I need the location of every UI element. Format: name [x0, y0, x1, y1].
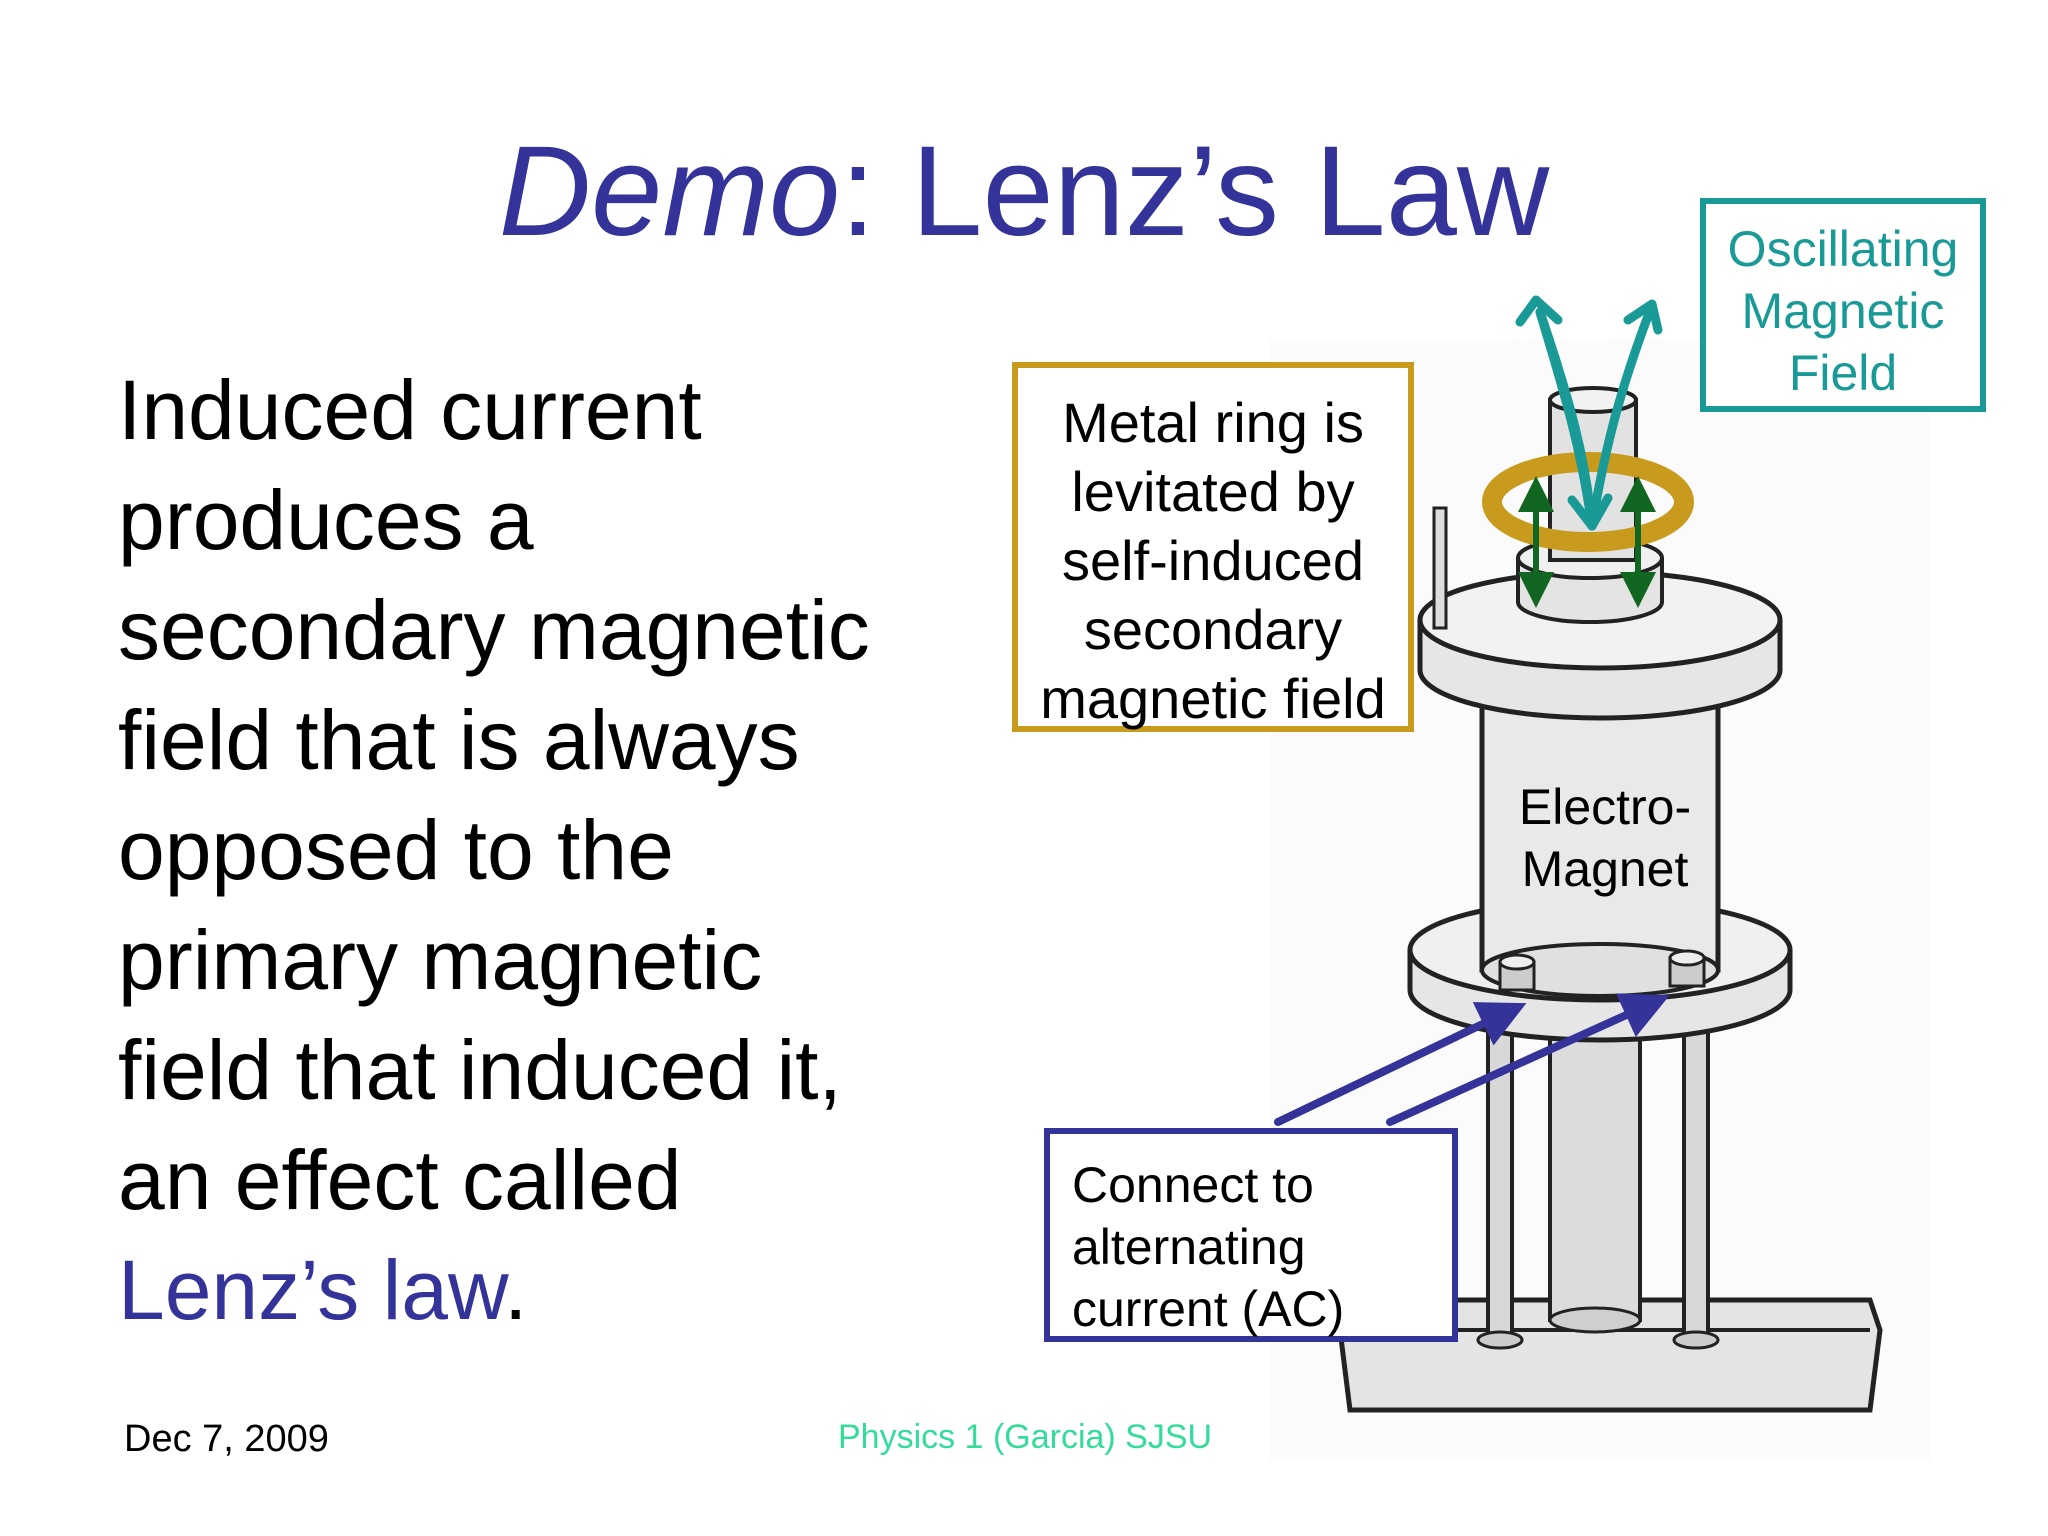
- body-line: primary magnetic: [118, 913, 763, 1007]
- callout-line: Field: [1788, 345, 1898, 401]
- body-line: secondary magnetic: [118, 583, 870, 677]
- footer-course: Physics 1 (Garcia) SJSU: [838, 1418, 1213, 1456]
- body-line: an effect called: [118, 1133, 682, 1227]
- electromagnet-label-line: Magnet: [1521, 841, 1689, 897]
- callout-line: current (AC): [1072, 1281, 1345, 1337]
- oscillating-field-callout: Oscillating Magnetic Field: [1700, 198, 1986, 412]
- body-line: produces a: [118, 473, 534, 567]
- electromagnet-label: Electro- Magnet: [1505, 776, 1705, 900]
- callout-line: Oscillating: [1727, 221, 1959, 277]
- lenz-law-term: Lenz’s law: [118, 1243, 505, 1337]
- callout-line: Magnetic: [1741, 283, 1945, 339]
- callout-line: Metal ring is: [1062, 391, 1364, 454]
- callout-line: alternating: [1072, 1219, 1306, 1275]
- title-rest: : Lenz’s Law: [840, 120, 1550, 263]
- body-period: .: [504, 1243, 528, 1337]
- body-line-last: Lenz’s law.: [118, 1235, 1018, 1345]
- body-text: Induced current produces a secondary mag…: [118, 355, 1018, 1345]
- callout-line: levitated by: [1071, 460, 1355, 523]
- metal-ring-callout: Metal ring is levitated by self-induced …: [1012, 362, 1414, 732]
- body-line: opposed to the: [118, 803, 674, 897]
- ac-callout: Connect to alternating current (AC): [1044, 1128, 1458, 1342]
- body-line: field that is always: [118, 693, 800, 787]
- title-demo: Demo: [498, 120, 841, 263]
- callout-line: secondary: [1083, 598, 1343, 661]
- body-line: field that induced it,: [118, 1023, 842, 1117]
- callout-line: Connect to: [1072, 1157, 1314, 1213]
- callout-line: magnetic field: [1040, 667, 1386, 730]
- electromagnet-label-line: Electro-: [1518, 779, 1692, 835]
- slide-title: Demo: Lenz’s Law: [0, 128, 2048, 256]
- body-line: Induced current: [118, 363, 702, 457]
- footer-date: Dec 7, 2009: [124, 1418, 329, 1460]
- callout-line: self-induced: [1062, 529, 1364, 592]
